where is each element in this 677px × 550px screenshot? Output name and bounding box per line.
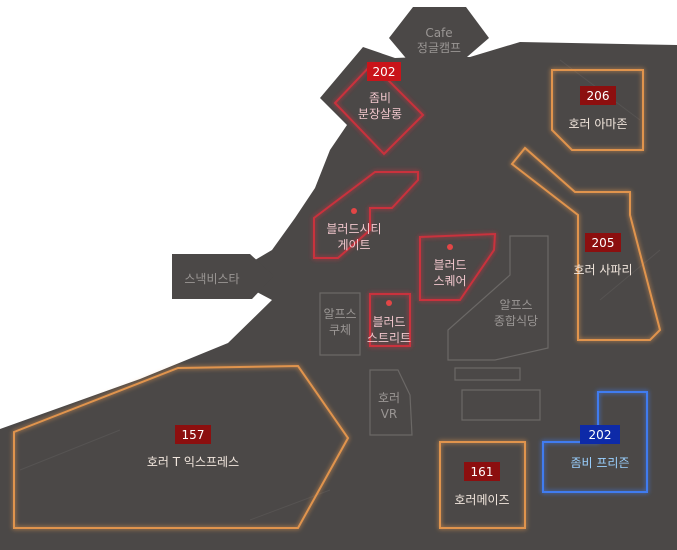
badge-202-prison: 202 xyxy=(580,425,620,444)
zombie-makeup-label-line2: 분장살롱 xyxy=(358,107,402,121)
horror-maze-label: 호러메이즈 xyxy=(454,493,509,507)
alps-curche-outline xyxy=(319,292,361,356)
alps-curche-label-line1: 알프스 xyxy=(323,307,356,321)
zombie-makeup-zone[interactable] xyxy=(333,62,425,156)
horror-maze-zone[interactable] xyxy=(439,441,526,529)
snack-vista-label: 스낵비스타 xyxy=(184,272,239,286)
alps-food-outline xyxy=(447,235,549,361)
zone-markers xyxy=(351,208,453,306)
horror-safari-zone[interactable] xyxy=(510,146,662,341)
horror-amazon-zone[interactable] xyxy=(551,69,644,151)
horror-vr-label-line1: 호러 xyxy=(378,391,400,405)
t-express-label: 호러 T 익스프레스 xyxy=(147,455,239,469)
bloody-street-label-line2: 스트리트 xyxy=(367,331,411,345)
badge-bg xyxy=(175,425,211,444)
marker-icon xyxy=(351,208,357,214)
badge-number: 206 xyxy=(587,89,610,103)
badge-205: 205 xyxy=(585,233,621,252)
bloody-city-gate-label-line1: 블러드시티 xyxy=(326,222,381,236)
snack-vista-building xyxy=(172,254,274,299)
badge-bg xyxy=(464,462,500,481)
horror-vr-path-2 xyxy=(461,389,541,421)
bloody-square-zone[interactable] xyxy=(419,232,497,301)
park-ground xyxy=(0,42,677,550)
bloody-city-gate-label-line2: 게이트 xyxy=(337,238,370,252)
badge-161: 161 xyxy=(464,462,500,481)
cafe-building xyxy=(389,7,489,63)
marker-icon xyxy=(386,300,392,306)
horror-safari-label: 호러 사파리 xyxy=(573,263,632,277)
bloody-street-zone[interactable] xyxy=(369,293,411,347)
badge-number: 157 xyxy=(182,428,205,442)
badge-bg xyxy=(580,425,620,444)
badge-number: 202 xyxy=(373,65,396,79)
alps-food-label-line2: 종합식당 xyxy=(494,314,538,328)
badge-number: 161 xyxy=(471,465,494,479)
zombie-prison-label: 좀비 프리즌 xyxy=(570,456,629,470)
bloody-square-label-line2: 스퀘어 xyxy=(433,274,466,288)
dim-outlines xyxy=(319,235,549,436)
bloody-city-gate-zone[interactable] xyxy=(313,171,419,259)
horror-amazon-label: 호러 아마존 xyxy=(568,117,627,131)
horror-vr-outline xyxy=(369,369,413,436)
bloody-street-label-line1: 블러드 xyxy=(372,315,405,329)
cafe-label-line2: 정글캠프 xyxy=(417,41,461,55)
badge-157: 157 xyxy=(175,425,211,444)
badge-bg xyxy=(585,233,621,252)
alps-food-label-line1: 알프스 xyxy=(499,298,532,312)
badge-bg xyxy=(580,86,616,105)
badge-bg xyxy=(367,62,401,81)
marker-icon xyxy=(447,244,453,250)
badge-202-makeup: 202 xyxy=(367,62,401,81)
badge-number: 202 xyxy=(589,428,612,442)
alps-curche-label-line2: 쿠체 xyxy=(329,323,351,337)
horror-vr-path-1 xyxy=(454,367,521,381)
bloody-square-label-line1: 블러드 xyxy=(433,258,466,272)
zombie-makeup-label-line1: 좀비 xyxy=(369,91,391,105)
t-express-zone[interactable] xyxy=(13,364,350,529)
badge-206: 206 xyxy=(580,86,616,105)
badge-number: 205 xyxy=(592,236,615,250)
horror-vr-label-line2: VR xyxy=(381,407,398,421)
cafe-label-line1: Cafe xyxy=(425,26,452,40)
